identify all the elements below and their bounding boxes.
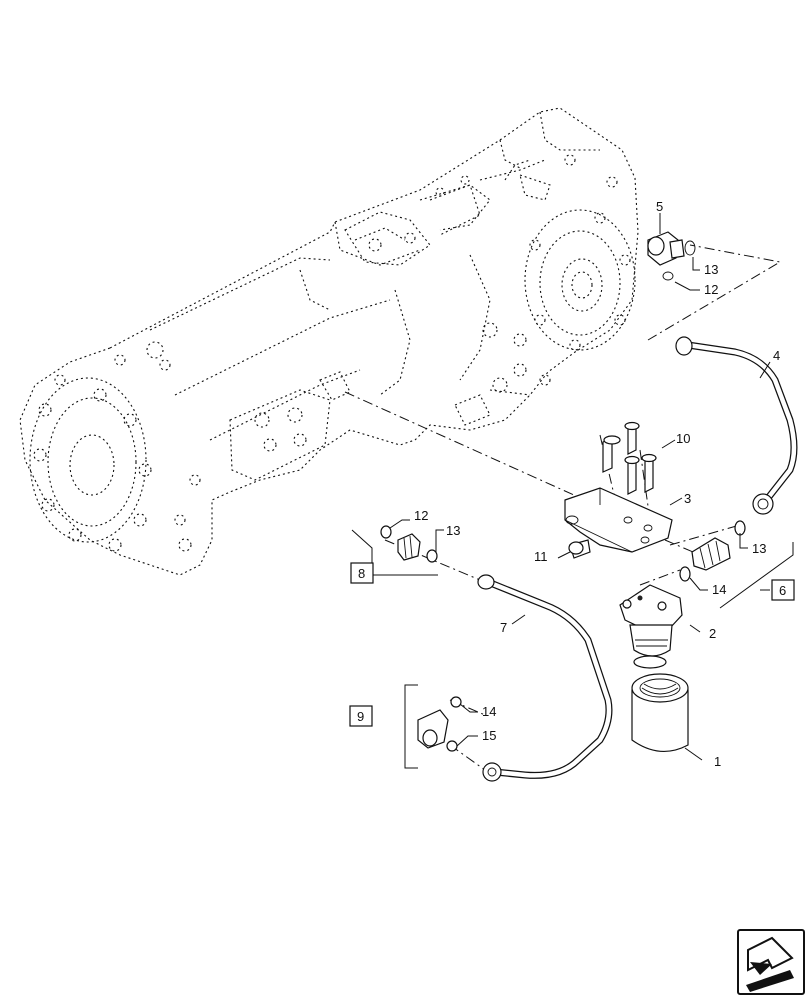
connector-6 (679, 520, 746, 582)
connector-8 (380, 525, 438, 563)
callout-13-right: 13 (752, 541, 766, 556)
callout-10: 10 (676, 431, 690, 446)
callout-13-top: 13 (704, 262, 718, 277)
kit-box-8 (350, 562, 374, 584)
callout-4: 4 (773, 348, 780, 363)
callout-14-right: 14 (712, 582, 726, 597)
kit-box-8-label: 8 (358, 566, 365, 581)
callout-5: 5 (656, 199, 663, 214)
bolt-11 (568, 539, 591, 559)
kit-box-9-label: 9 (357, 709, 364, 724)
pipe-4 (675, 336, 798, 515)
kit-box-6-label: 6 (779, 583, 786, 598)
kit-box-6 (771, 579, 795, 601)
callout-12-top: 12 (704, 282, 718, 297)
callout-14-left: 14 (482, 704, 496, 719)
callout-15: 15 (482, 728, 496, 743)
elbow-fitting-5 (647, 231, 696, 281)
callout-1: 1 (714, 754, 721, 769)
kit-boxes: 6 8 9 (349, 562, 795, 727)
callout-2: 2 (709, 626, 716, 641)
alignment-lines (344, 244, 782, 771)
callout-11: 11 (534, 549, 548, 564)
transmission-housing (19, 107, 639, 576)
callout-13-left: 13 (446, 523, 460, 538)
pipe-7 (477, 574, 613, 782)
arrow-icon[interactable] (737, 929, 805, 995)
filter-head (619, 584, 683, 669)
bolts-10 (602, 421, 657, 495)
kit-box-9 (349, 705, 373, 727)
callout-7: 7 (500, 620, 507, 635)
callouts: 1 2 3 4 5 7 10 11 12 12 13 13 13 14 14 1… (414, 199, 780, 769)
callout-3: 3 (684, 491, 691, 506)
callout-12-left: 12 (414, 508, 428, 523)
mounting-bracket (564, 487, 673, 553)
elbow-fitting-9 (417, 696, 462, 752)
leader-lines (389, 213, 771, 761)
filter-canister (631, 673, 689, 752)
